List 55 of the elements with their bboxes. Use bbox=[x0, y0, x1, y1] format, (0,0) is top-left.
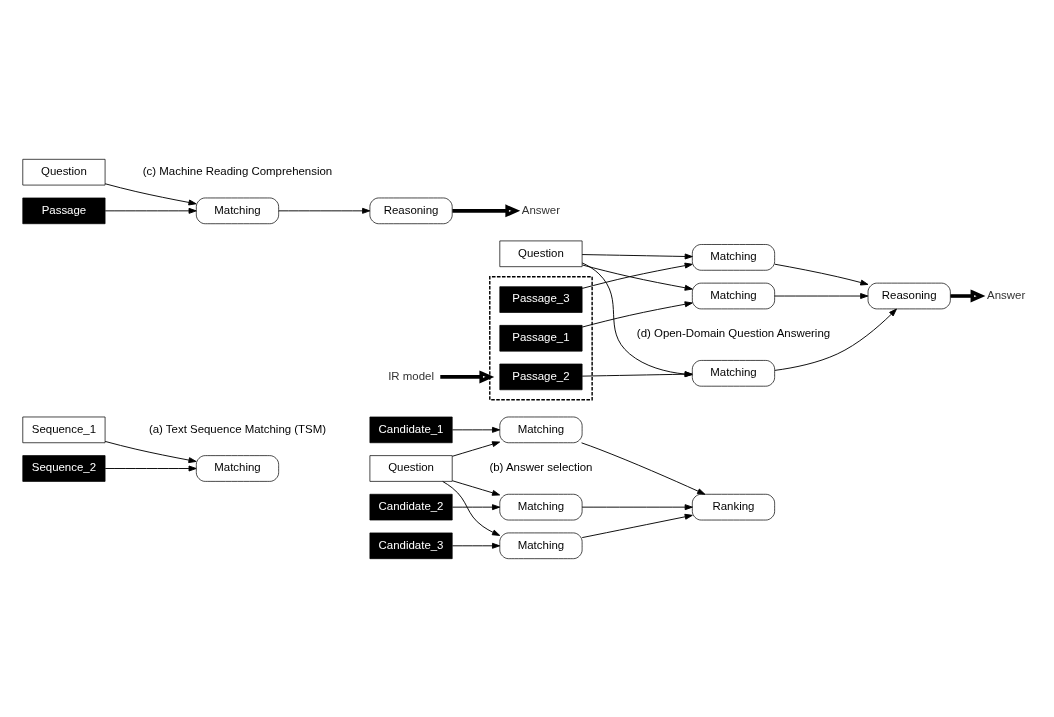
node-box: Matching bbox=[196, 197, 279, 224]
node-box: Matching bbox=[691, 282, 775, 309]
label: (a) Text Sequence Matching (TSM) bbox=[148, 422, 327, 435]
label: (c) Machine Reading Comprehension bbox=[142, 164, 333, 177]
arrow bbox=[451, 426, 501, 433]
arrow bbox=[451, 479, 501, 496]
arrow bbox=[452, 203, 521, 217]
node-box: Sequence_1 bbox=[22, 416, 106, 443]
node-box: Sequence_2 bbox=[22, 454, 106, 482]
arrow bbox=[104, 440, 197, 463]
node-text: Answer bbox=[521, 203, 561, 216]
arrow bbox=[442, 480, 501, 536]
node-box: Passage_2 bbox=[499, 363, 583, 390]
node-box: Candidate_2 bbox=[369, 493, 453, 520]
arrow bbox=[440, 369, 495, 383]
node-text: Answer bbox=[987, 288, 1026, 301]
node-box: Question bbox=[22, 158, 106, 185]
node-box: Matching bbox=[691, 359, 775, 387]
node-box: Question bbox=[499, 240, 583, 267]
label: (b) Answer selection bbox=[489, 460, 593, 473]
node-box: Candidate_1 bbox=[369, 416, 453, 443]
node-box: Candidate_3 bbox=[369, 532, 453, 559]
arrow bbox=[451, 542, 501, 549]
node-text: IR model bbox=[388, 369, 434, 382]
arrow bbox=[104, 182, 197, 205]
arrow bbox=[774, 308, 897, 371]
node-box: Matching bbox=[196, 454, 279, 482]
node-box: Matching bbox=[691, 243, 775, 271]
node-box: Passage_1 bbox=[499, 324, 583, 351]
arrow bbox=[581, 503, 693, 510]
arrow bbox=[104, 465, 197, 471]
node-box: Matching bbox=[499, 493, 583, 520]
node-box: Passage_3 bbox=[499, 285, 583, 313]
node-box: Ranking bbox=[691, 493, 775, 520]
node-box: Question bbox=[369, 454, 453, 482]
arrow bbox=[581, 300, 693, 327]
node-box: Passage bbox=[22, 197, 106, 224]
arrow bbox=[278, 207, 371, 214]
node-box: Matching bbox=[499, 416, 583, 443]
cluster bbox=[489, 275, 593, 400]
arrow bbox=[104, 207, 197, 214]
node-box: Reasoning bbox=[867, 282, 951, 309]
label: (d) Open-Domain Question Answering bbox=[636, 326, 831, 339]
arrow bbox=[451, 503, 501, 510]
arrow bbox=[950, 289, 986, 302]
arrow bbox=[581, 441, 706, 495]
arrow bbox=[774, 263, 869, 285]
arrow bbox=[451, 440, 501, 457]
arrow bbox=[581, 370, 693, 377]
node-box: Reasoning bbox=[369, 197, 453, 224]
arrow bbox=[774, 292, 869, 299]
node-box: Matching bbox=[499, 532, 583, 559]
arrow bbox=[581, 513, 693, 538]
arrow bbox=[581, 253, 693, 259]
arrow bbox=[581, 261, 693, 377]
